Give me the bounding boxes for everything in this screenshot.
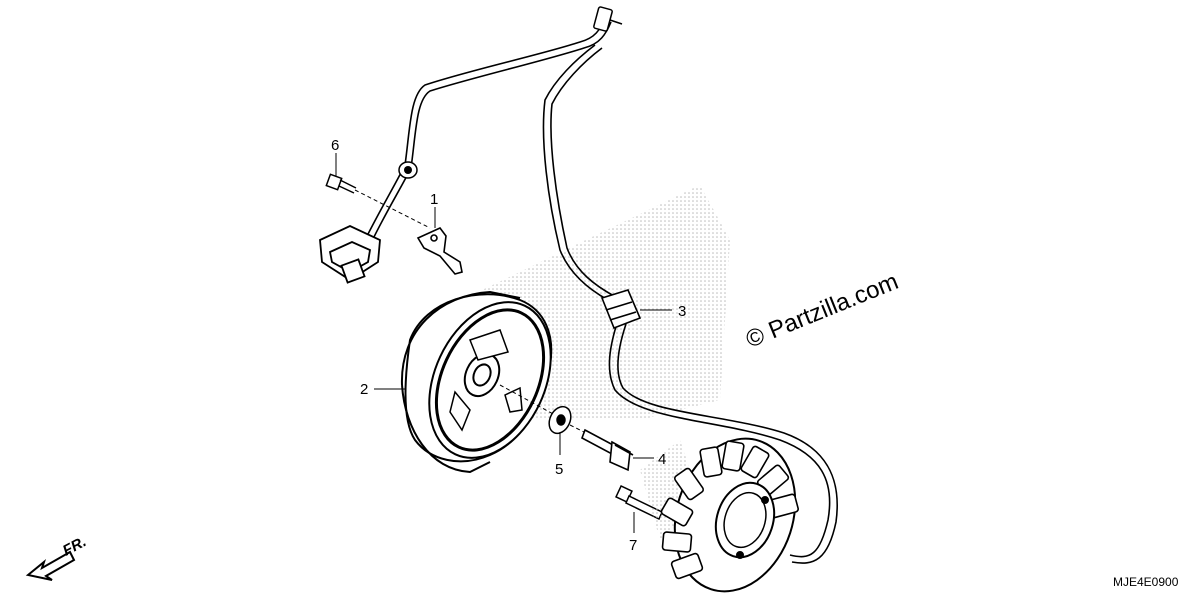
partzilla-watermark: © Partzilla.com bbox=[742, 268, 902, 354]
callout-7: 7 bbox=[629, 537, 637, 554]
callout-6: 6 bbox=[331, 137, 339, 154]
callout-5: 5 bbox=[555, 461, 563, 478]
top-connector bbox=[593, 6, 623, 32]
arrow-left-icon bbox=[25, 550, 76, 581]
bolt-6 bbox=[325, 173, 357, 194]
callout-2: 2 bbox=[360, 381, 368, 398]
callout-leaders bbox=[335, 153, 672, 533]
callout-1: 1 bbox=[430, 191, 438, 208]
flywheel-2 bbox=[400, 290, 553, 474]
stator bbox=[660, 437, 799, 593]
wire-clamp-upper bbox=[398, 161, 418, 179]
bolt-4 bbox=[581, 428, 634, 472]
callout-4: 4 bbox=[658, 451, 666, 468]
leader-6-dashed bbox=[354, 189, 431, 229]
grommet-3 bbox=[600, 289, 642, 330]
callout-3: 3 bbox=[678, 303, 686, 320]
leader-2-dashed bbox=[499, 384, 556, 416]
leader-5-dashed bbox=[569, 424, 591, 436]
washer-5 bbox=[548, 405, 572, 435]
pulse-sensor-block bbox=[319, 225, 381, 284]
diagram-code: MJE4E0900 bbox=[1113, 575, 1179, 589]
clip-1 bbox=[416, 227, 463, 275]
front-direction-indicator: FR. bbox=[25, 533, 89, 581]
wire-harness bbox=[364, 17, 838, 564]
